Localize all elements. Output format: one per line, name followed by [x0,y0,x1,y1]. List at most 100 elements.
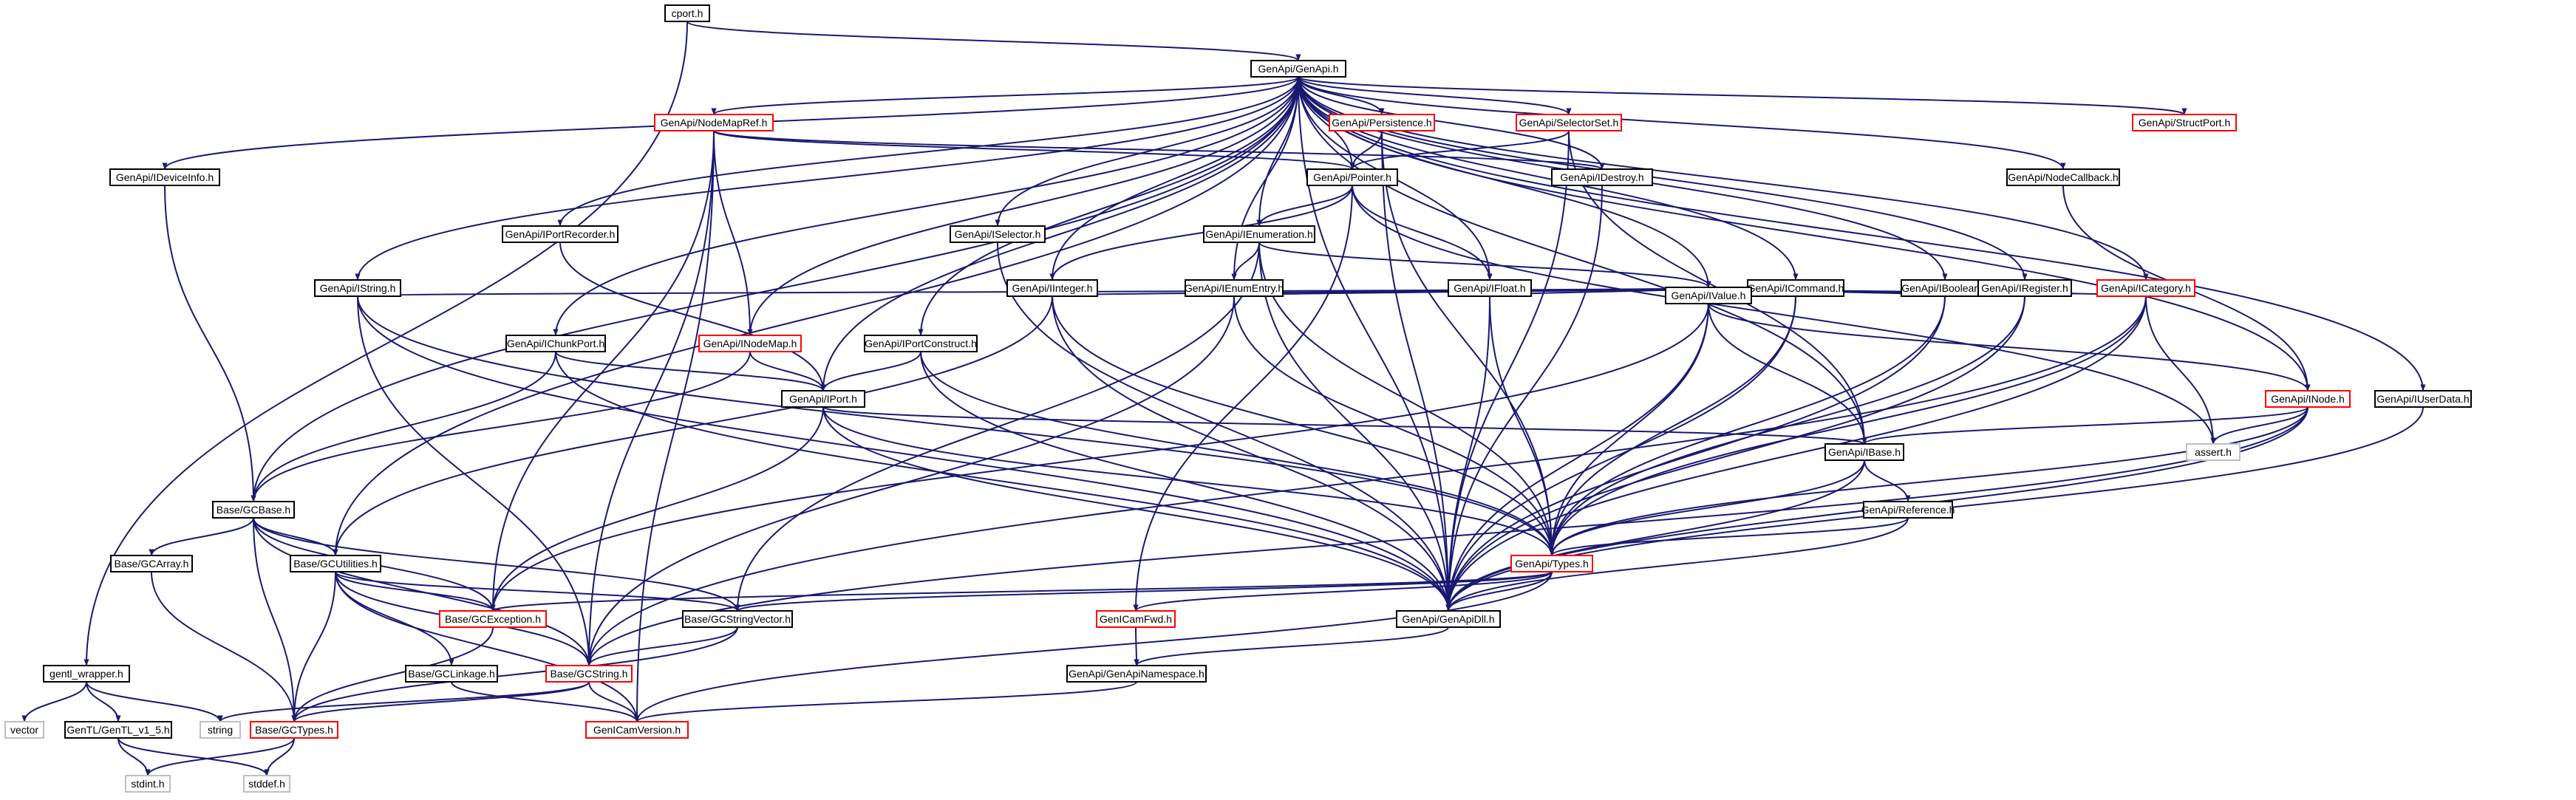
include-edge-cport_h-to-gentl_wrapper [84,21,688,666]
node-pointer[interactable]: GenApi/Pointer.h [1306,168,1398,186]
include-edge-pointer-to-ifloat [1352,185,1493,281]
node-label: Base/GCLinkage.h [408,668,495,680]
node-box [654,114,774,131]
node-inode[interactable]: GenApi/INode.h [2265,390,2351,408]
include-edge-genapi_h-to-nodecallback [1298,76,2066,170]
include-edge-istring-to-genapidll [357,295,1451,612]
node-box [200,721,241,739]
node-ideviceinfo[interactable]: GenApi/IDeviceInfo.h [109,168,220,186]
include-edge-iportconstruct-to-types [920,351,1555,556]
node-label: GenApi/Reference.h [1861,504,1955,516]
include-edge-ienumeration-to-genapidll [1258,242,1451,612]
node-nodecallback[interactable]: GenApi/NodeCallback.h [2006,168,2120,186]
node-label: vector [10,724,38,736]
include-edge-types-to-genapidll [1445,571,1553,612]
node-label: GenApi/IPort.h [789,393,857,405]
node-label: GenApi/IBase.h [1828,446,1901,458]
node-gcarray[interactable]: Base/GCArray.h [110,555,193,572]
node-iregister[interactable]: GenApi/IRegister.h [1977,279,2072,297]
include-edge-genapidll-to-genapinamespace [1134,626,1449,666]
node-genapidll[interactable]: GenApi/GenApiDll.h [1396,610,1501,628]
include-edge-genapi_h-to-ienumentry [1231,76,1299,281]
node-label: GenApi/IEnumEntry.h [1185,282,1284,294]
node-iboolean[interactable]: GenApi/IBoolean.h [1901,279,1989,297]
include-edge-iportrecorder-to-iport [559,242,826,392]
node-iport[interactable]: GenApi/IPort.h [781,390,865,408]
node-assert-h: assert.h [2186,443,2241,461]
node-structport[interactable]: GenApi/StructPort.h [2132,114,2237,131]
node-cport-h[interactable]: cport.h [664,4,710,22]
node-gcstring[interactable]: Base/GCString.h [545,665,633,683]
node-gcutilities[interactable]: Base/GCUtilities.h [290,555,381,572]
node-box [505,335,606,352]
node-ienumeration[interactable]: GenApi/IEnumeration.h [1203,225,1315,243]
node-ibase[interactable]: GenApi/IBase.h [1824,443,1904,461]
node-iuserdata[interactable]: GenApi/IUserData.h [2374,390,2472,408]
node-nodemapref[interactable]: GenApi/NodeMapRef.h [654,114,774,131]
node-label: Base/GCStringVector.h [684,613,791,625]
node-iinteger[interactable]: GenApi/IInteger.h [1006,279,1098,297]
node-label: GenApi/IEnumeration.h [1205,228,1313,240]
node-selectorset[interactable]: GenApi/SelectorSet.h [1516,114,1622,131]
node-box [1863,501,1953,519]
include-edge-gcbase-to-gcstringvector [253,517,740,612]
include-edge-types-to-gencamfwd [1133,571,1553,612]
node-gentl-v1-5[interactable]: GenTL/GenTL_v1_5.h [64,721,172,739]
node-idestroy[interactable]: GenApi/IDestroy.h [1551,168,1653,186]
node-label: GenApi/IDeviceInfo.h [116,171,214,183]
include-edge-types-to-gcstringvector [735,571,1553,612]
node-vector: vector [4,721,44,739]
node-ichunkport[interactable]: GenApi/IChunkPort.h [505,335,606,352]
node-reference[interactable]: GenApi/Reference.h [1861,501,1955,519]
include-edge-istring-to-types [357,295,1555,556]
include-edge-genapi_h-to-iportconstruct [918,76,1299,336]
node-iportconstruct[interactable]: GenApi/IPortConstruct.h [864,335,978,352]
node-label: GenApi/IPortConstruct.h [865,338,977,349]
node-ivalue[interactable]: GenApi/IValue.h [1665,287,1752,304]
node-ienumentry[interactable]: GenApi/IEnumEntry.h [1185,279,1284,297]
node-box [2374,390,2472,408]
node-iselector[interactable]: GenApi/ISelector.h [950,225,1046,243]
node-box [2096,279,2195,297]
node-gencamfwd[interactable]: GenICamFwd.h [1096,610,1176,628]
node-label: GenApi/IBoolean.h [1901,282,1989,294]
node-gctypes[interactable]: Base/GCTypes.h [250,721,338,739]
node-icategory[interactable]: GenApi/ICategory.h [2096,279,2195,297]
node-box [314,279,401,297]
node-genapi-h[interactable]: GenApi/GenApi.h [1250,60,1346,78]
node-types[interactable]: GenApi/Types.h [1510,555,1593,572]
node-label: GenApi/GenApiNamespace.h [1069,668,1204,680]
node-gcstringvector[interactable]: Base/GCStringVector.h [682,610,793,628]
node-box [1977,279,2072,297]
node-label: GenApi/IDestroy.h [1560,171,1643,183]
node-box [1096,610,1176,628]
include-edge-iport-to-gcexception [490,406,824,612]
include-edge-genapi_h-to-nodemapref [711,76,1299,115]
node-ifloat[interactable]: GenApi/IFloat.h [1448,279,1532,297]
node-genicamversion[interactable]: GenICamVersion.h [585,721,689,739]
node-gclinkage[interactable]: Base/GCLinkage.h [405,665,498,683]
node-gcbase[interactable]: Base/GCBase.h [212,501,295,519]
include-edge-icommand-to-types [1549,295,1796,556]
node-gcexception[interactable]: Base/GCException.h [439,610,547,628]
include-edge-genapi_h-to-iselector [995,76,1299,227]
include-edge-persistence-to-types [1381,130,1555,556]
node-gentl-wrapper[interactable]: gentl_wrapper.h [43,665,130,683]
node-label: GenApi/StructPort.h [2139,117,2231,129]
include-edge-genapi_h-to-structport [1298,76,2187,115]
node-persistence[interactable]: GenApi/Persistence.h [1329,114,1435,131]
include-edge-pointer-to-gencamfwd [1133,185,1353,612]
node-label: string [208,724,233,736]
include-edge-gcstring-to-gctypes [291,681,590,722]
node-istring[interactable]: GenApi/IString.h [314,279,401,297]
node-inodemap[interactable]: GenApi/INodeMap.h [698,335,802,352]
include-edge-istring-to-gcstring [357,295,592,666]
include-edge-pointer-to-iinteger [1049,185,1353,281]
node-icommand[interactable]: GenApi/ICommand.h [1747,279,1844,297]
node-iportrecorder[interactable]: GenApi/IPortRecorder.h [502,225,619,243]
node-genapinamespace[interactable]: GenApi/GenApiNamespace.h [1066,665,1207,683]
node-label: GenApi/Pointer.h [1313,171,1391,183]
include-edge-gcstringvector-to-gctypes [291,626,738,722]
include-edge-icategory-to-types [1549,295,2147,556]
include-edge-inode-to-ibase [1861,406,2308,445]
